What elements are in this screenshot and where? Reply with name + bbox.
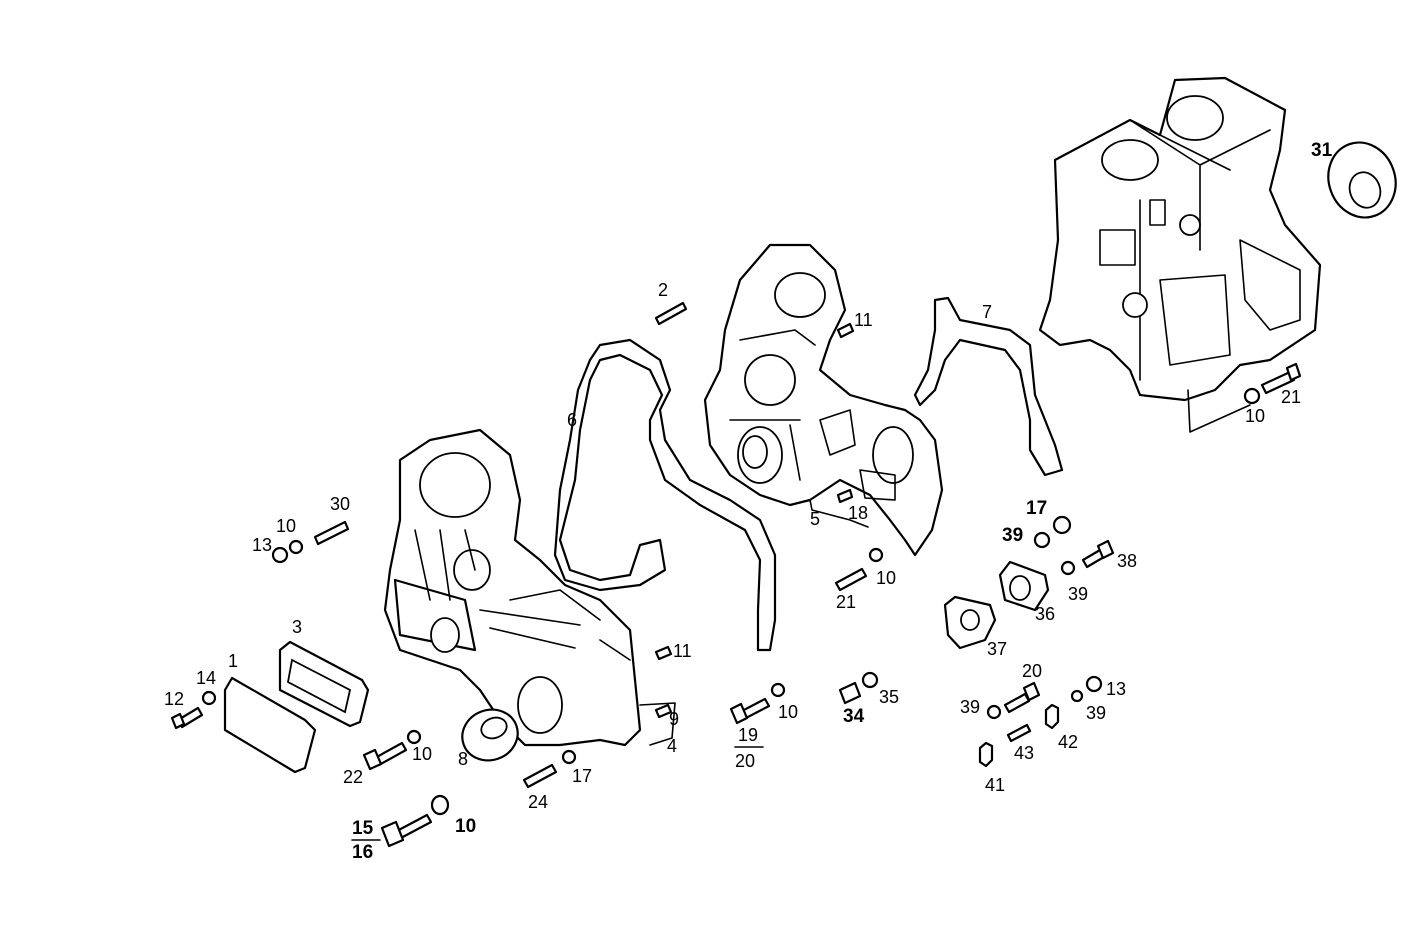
dowel-9 <box>654 703 673 719</box>
gasket-3 <box>278 640 370 728</box>
dowel-11-upper <box>836 322 855 339</box>
label-11-lower: 11 <box>673 641 692 661</box>
label-16: 16 <box>352 842 373 863</box>
label-39-b20: 39 <box>960 697 980 717</box>
label-18: 18 <box>848 503 868 523</box>
engine-block <box>1038 76 1322 433</box>
label-19: 19 <box>738 725 758 745</box>
label-35: 35 <box>879 687 899 707</box>
washer-10-b21 <box>868 547 884 563</box>
label-39-right: 39 <box>1086 703 1106 723</box>
washer-39-b38 <box>1060 560 1076 576</box>
washer-35 <box>861 671 879 689</box>
washer-10-left <box>288 539 304 555</box>
plug-34 <box>838 681 862 705</box>
label-21-block: 21 <box>1281 387 1301 407</box>
label-10-b19: 10 <box>778 702 798 722</box>
bolt-19-20 <box>729 697 771 725</box>
stud-2 <box>654 301 688 326</box>
label-6: 6 <box>567 410 577 430</box>
bolt-21-block <box>1260 362 1302 395</box>
nut-13-right <box>1085 675 1103 693</box>
bolt-22 <box>362 741 408 771</box>
washer-14 <box>201 690 217 706</box>
clip-42 <box>1044 703 1060 730</box>
label-17-top: 17 <box>1026 498 1047 519</box>
stud-43 <box>1006 723 1032 743</box>
dowel-11-lower <box>654 645 673 661</box>
bolt-15-16 <box>380 813 433 848</box>
label-5: 5 <box>810 509 820 529</box>
bolt-24 <box>522 763 558 789</box>
label-20-lower: 20 <box>735 751 755 771</box>
dowel-18 <box>836 488 854 504</box>
label-13-left: 13 <box>252 535 272 555</box>
nut-13 <box>271 546 289 564</box>
cover-plate-1 <box>223 676 317 774</box>
label-41: 41 <box>985 775 1005 795</box>
label-38: 38 <box>1117 551 1137 571</box>
label-21-middle: 21 <box>836 592 856 612</box>
washer-10-block <box>1243 387 1261 405</box>
flange-37 <box>943 595 997 650</box>
label-42: 42 <box>1058 732 1078 752</box>
label-11-upper: 11 <box>854 310 873 330</box>
nut-17 <box>1052 515 1072 535</box>
label-10-b22: 10 <box>412 744 432 764</box>
label-34: 34 <box>843 706 865 727</box>
label-10-b15: 10 <box>455 816 476 837</box>
label-10-b21: 10 <box>876 568 896 588</box>
timing-housing-5 <box>703 243 944 557</box>
bolt-21-middle <box>834 567 868 592</box>
seal-8 <box>461 708 519 762</box>
label-20-right: 20 <box>1022 661 1042 681</box>
gasket-6 <box>553 338 777 652</box>
label-3: 3 <box>292 617 302 637</box>
washer-10-b15 <box>430 794 450 816</box>
label-2: 2 <box>658 280 668 300</box>
washer-10-b19 <box>770 682 786 698</box>
washer-39-top <box>1033 531 1051 549</box>
label-8: 8 <box>458 749 468 769</box>
label-36: 36 <box>1035 604 1055 624</box>
label-10-block: 10 <box>1245 406 1265 426</box>
label-12: 12 <box>164 689 184 709</box>
label-7: 7 <box>982 302 992 322</box>
label-9: 9 <box>669 709 679 729</box>
bolt-38 <box>1081 539 1115 569</box>
flange-36 <box>998 560 1050 612</box>
front-cover-4 <box>383 428 676 747</box>
label-22: 22 <box>343 767 363 787</box>
washer-10-b22 <box>406 729 422 745</box>
stud-30 <box>313 520 350 546</box>
bolt-20 <box>1003 681 1041 714</box>
label-1: 1 <box>228 651 238 671</box>
washer-17-b24 <box>561 749 577 765</box>
label-31: 31 <box>1311 140 1333 161</box>
washer-39-b20 <box>986 704 1002 720</box>
label-14: 14 <box>196 668 216 688</box>
label-10-left: 10 <box>276 516 296 536</box>
clip-41 <box>978 741 994 768</box>
label-43: 43 <box>1014 743 1034 763</box>
label-30: 30 <box>330 494 350 514</box>
bolt-12 <box>170 706 204 730</box>
label-24: 24 <box>528 792 548 812</box>
label-37: 37 <box>987 639 1007 659</box>
seal-ring-31 <box>1327 141 1397 219</box>
label-13-right: 13 <box>1106 679 1126 699</box>
label-15: 15 <box>352 818 374 839</box>
gasket-7 <box>913 296 1064 477</box>
washer-39-right <box>1070 689 1084 703</box>
label-4: 4 <box>667 736 677 756</box>
label-39-b38: 39 <box>1068 584 1088 604</box>
label-39-top: 39 <box>1002 525 1023 546</box>
label-17-b24: 17 <box>572 766 592 786</box>
